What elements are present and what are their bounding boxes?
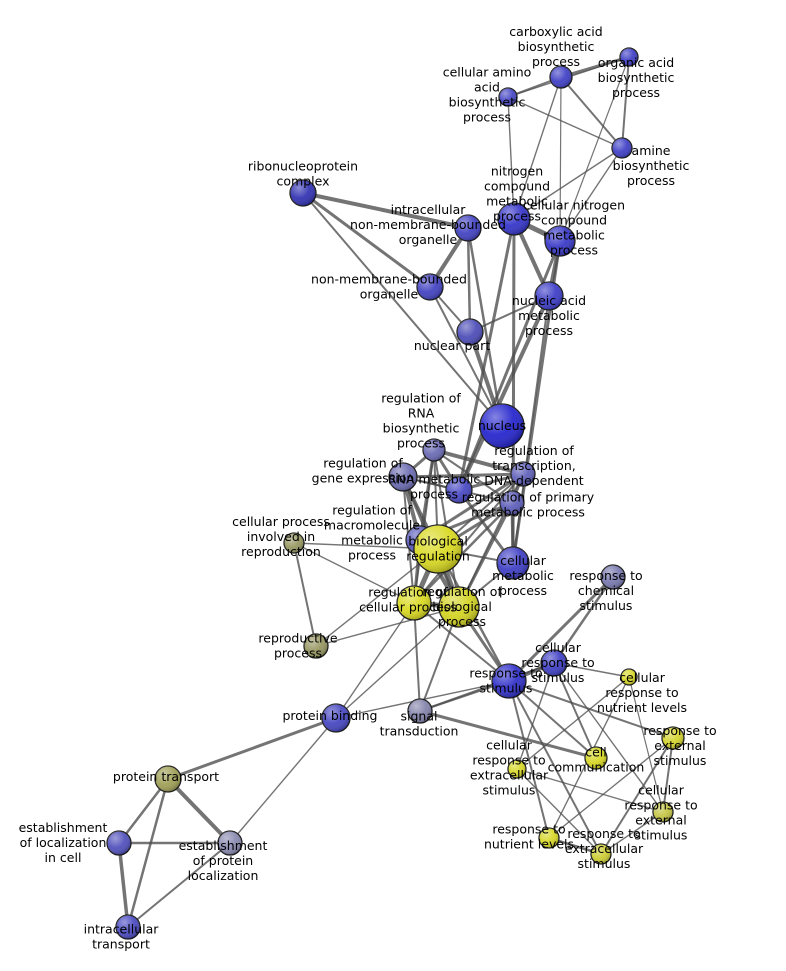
graph-edge-pBd-rBp	[335, 606, 460, 719]
graph-node-amB[interactable]: amine biosynthetic process	[611, 137, 633, 159]
graph-edge-inO-nuP	[466, 226, 472, 334]
graph-edge-amB-ncM	[513, 147, 623, 220]
graph-edge-rnp-nmO	[301, 191, 432, 289]
graph-edge-nmO-nuc	[429, 286, 503, 427]
graph-edge-caB-cnM	[559, 76, 562, 242]
graph-edge-naM-celM	[512, 295, 550, 564]
graph-edge-rSt-rEc	[508, 680, 602, 855]
graph-edge-cRs-cCo	[553, 662, 597, 759]
graph-edge-aaB-ncM	[507, 96, 515, 220]
node-label-pBd: protein binding	[282, 708, 377, 723]
graph-edge-rRb-rTd	[432, 448, 525, 476]
graph-edge-eLc-inT	[117, 841, 130, 929]
graph-edge-caB-amB	[560, 76, 623, 149]
graph-edge-cpir-repP	[293, 542, 317, 647]
graph-edge-cRec-rEc	[516, 768, 602, 855]
graph-edge-cRs-cRec	[516, 662, 555, 770]
graph-edge-pBd-pTr	[166, 716, 338, 781]
graph-edge-cRn-cRex	[628, 676, 664, 813]
graph-edge-rnp-inO	[301, 191, 470, 230]
graph-edge-ePl-pBd	[229, 717, 337, 844]
graph-edge-sTr-rCp	[413, 602, 421, 712]
graph-edge-rSt-rEx	[508, 680, 674, 739]
graph-edge-amB-cnM	[559, 147, 623, 242]
graph-edge-rEx-cRex	[662, 737, 674, 813]
node-label-nuc: nucleus	[478, 418, 526, 433]
graph-node-eLc[interactable]: establishment of localization in cell	[106, 830, 132, 856]
graph-edge-caB-ncM	[513, 76, 562, 220]
graph-edge-pBd-rCp	[335, 602, 415, 719]
graph-edge-naM-rnaM	[457, 294, 551, 492]
graph-edge-rTd-rGe	[401, 472, 525, 479]
graph-edge-cRn-cRec	[516, 676, 630, 770]
graph-edge-cRs-cRex	[553, 662, 664, 813]
graph-edge-cpir-rCp	[293, 542, 415, 604]
node-label-pTr: protein transport	[113, 769, 219, 784]
graph-edge-inO-nuc	[466, 226, 504, 428]
graph-edge-pTr-inT	[126, 777, 170, 929]
graph-edge-aaB-amB	[507, 96, 623, 149]
graph-edge-ncM-rnaM	[457, 217, 516, 492]
graph-node-caB[interactable]: carboxylic acid biosynthetic process	[549, 65, 573, 89]
graph-edge-cRex-rEc	[600, 811, 664, 855]
graph-edge-repP-rBp	[315, 606, 460, 647]
graph-edge-rSt-rCh	[507, 575, 615, 683]
graph-edge-ePl-inT	[127, 842, 231, 928]
graph-edge-cRec-cRex	[516, 768, 664, 813]
graph-edge-cRs-rCh	[552, 575, 615, 665]
graph-edge-oaB-cnM	[559, 56, 630, 242]
graph-edge-rEx-rEc	[600, 737, 674, 855]
node-label-nuP: nuclear part	[414, 338, 490, 353]
graph-edge-rnp-nuc	[302, 192, 503, 427]
graph-edge-cCo-sTr	[418, 709, 598, 760]
graph-edge-oaB-amB	[621, 56, 630, 149]
graph-edge-cRs-sTr	[419, 662, 555, 712]
